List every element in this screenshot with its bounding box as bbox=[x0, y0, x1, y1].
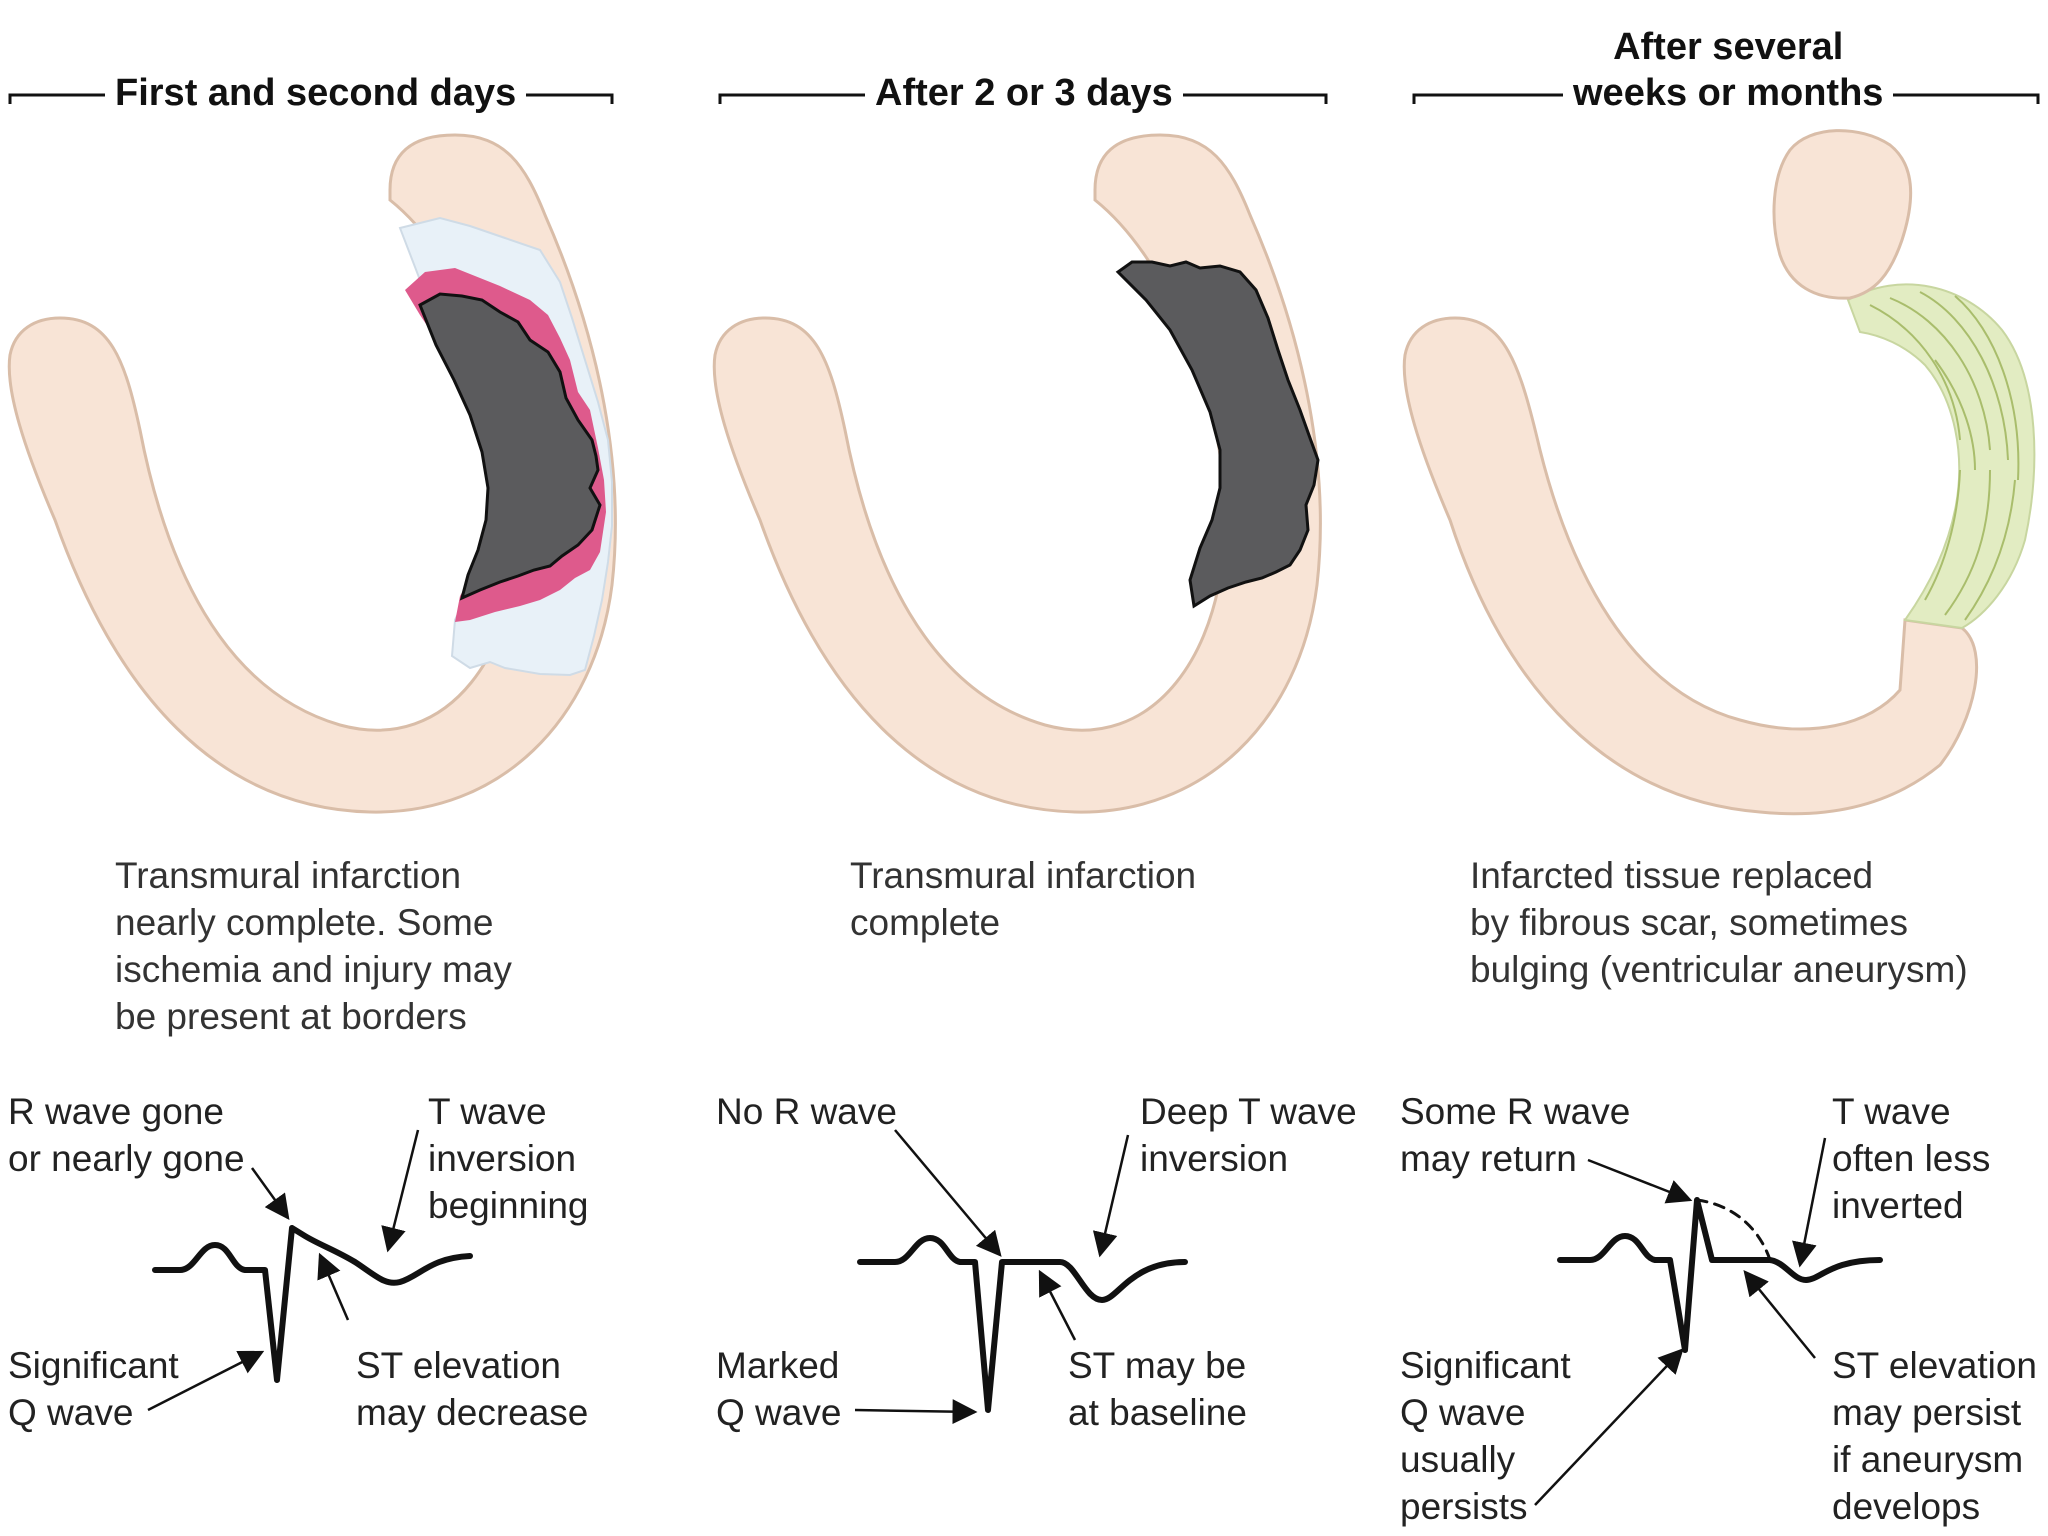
arrow-st-2 bbox=[1038, 1269, 1077, 1341]
arrow-r-wave-3 bbox=[1587, 1158, 1693, 1204]
heading-panel-2: After 2 or 3 days bbox=[865, 70, 1183, 116]
arrow-q-wave-1 bbox=[147, 1350, 265, 1412]
label-t-wave-1: T wave inversion beginning bbox=[428, 1091, 589, 1226]
label-st-3: ST elevation may persist if aneurysm dev… bbox=[1832, 1345, 2037, 1527]
scar-bulge bbox=[1846, 283, 2036, 630]
myocardium-wall-3 bbox=[1402, 316, 1979, 816]
label-t-wave-3: T wave often less inverted bbox=[1832, 1091, 1991, 1226]
ecg-traces bbox=[152, 1197, 1883, 1413]
heading-panel-1: First and second days bbox=[105, 70, 527, 116]
label-q-wave-2: Marked Q wave bbox=[716, 1345, 842, 1433]
ecg-trace-1 bbox=[152, 1225, 473, 1383]
label-q-wave-1: Significant Q wave bbox=[8, 1345, 179, 1433]
arrow-q-wave-3 bbox=[1534, 1348, 1684, 1506]
arrow-st-3 bbox=[1743, 1270, 1816, 1359]
scar-fibers bbox=[1869, 291, 2020, 621]
caption-panel-2: Transmural infarction complete bbox=[850, 855, 1197, 943]
ventricle-panel-2 bbox=[712, 133, 1322, 814]
arrow-r-wave-1 bbox=[250, 1167, 290, 1221]
caption-panel-3: Infarcted tissue replaced by fibrous sca… bbox=[1470, 855, 1968, 990]
necrosis-zone-2 bbox=[1115, 260, 1320, 609]
annotation-arrows bbox=[147, 1129, 1827, 1506]
necrosis-zone-1 bbox=[418, 292, 602, 601]
label-r-wave-2: No R wave bbox=[716, 1091, 897, 1132]
label-st-2: ST may be at baseline bbox=[1068, 1345, 1247, 1433]
arrow-st-1 bbox=[317, 1252, 350, 1321]
label-st-1: ST elevation may decrease bbox=[356, 1345, 589, 1433]
caption-panel-1: Transmural infarction nearly complete. S… bbox=[115, 855, 512, 1037]
arrow-t-wave-3 bbox=[1792, 1137, 1827, 1268]
label-r-wave-1: R wave gone or nearly gone bbox=[8, 1091, 245, 1179]
arrow-t-wave-1 bbox=[381, 1129, 420, 1253]
ventricle-panel-3 bbox=[1402, 129, 2036, 816]
label-q-wave-3: Significant Q wave usually persists bbox=[1400, 1345, 1571, 1527]
apical-remnant bbox=[1772, 129, 1913, 300]
heading-panel-3: After several weeks or months bbox=[1563, 24, 1894, 116]
myocardium-wall-2 bbox=[712, 133, 1322, 814]
ventricle-panel-1 bbox=[7, 133, 617, 814]
ecg-trace-2 bbox=[857, 1235, 1188, 1413]
ecg-r-return-dashed bbox=[1695, 1198, 1772, 1262]
myocardium-wall-1 bbox=[7, 133, 617, 814]
label-t-wave-2: Deep T wave inversion bbox=[1140, 1091, 1357, 1179]
label-r-wave-3: Some R wave may return bbox=[1400, 1091, 1631, 1179]
arrow-q-wave-2 bbox=[854, 1399, 978, 1425]
arrow-t-wave-2 bbox=[1092, 1134, 1130, 1258]
arrow-r-wave-2 bbox=[894, 1129, 1002, 1257]
